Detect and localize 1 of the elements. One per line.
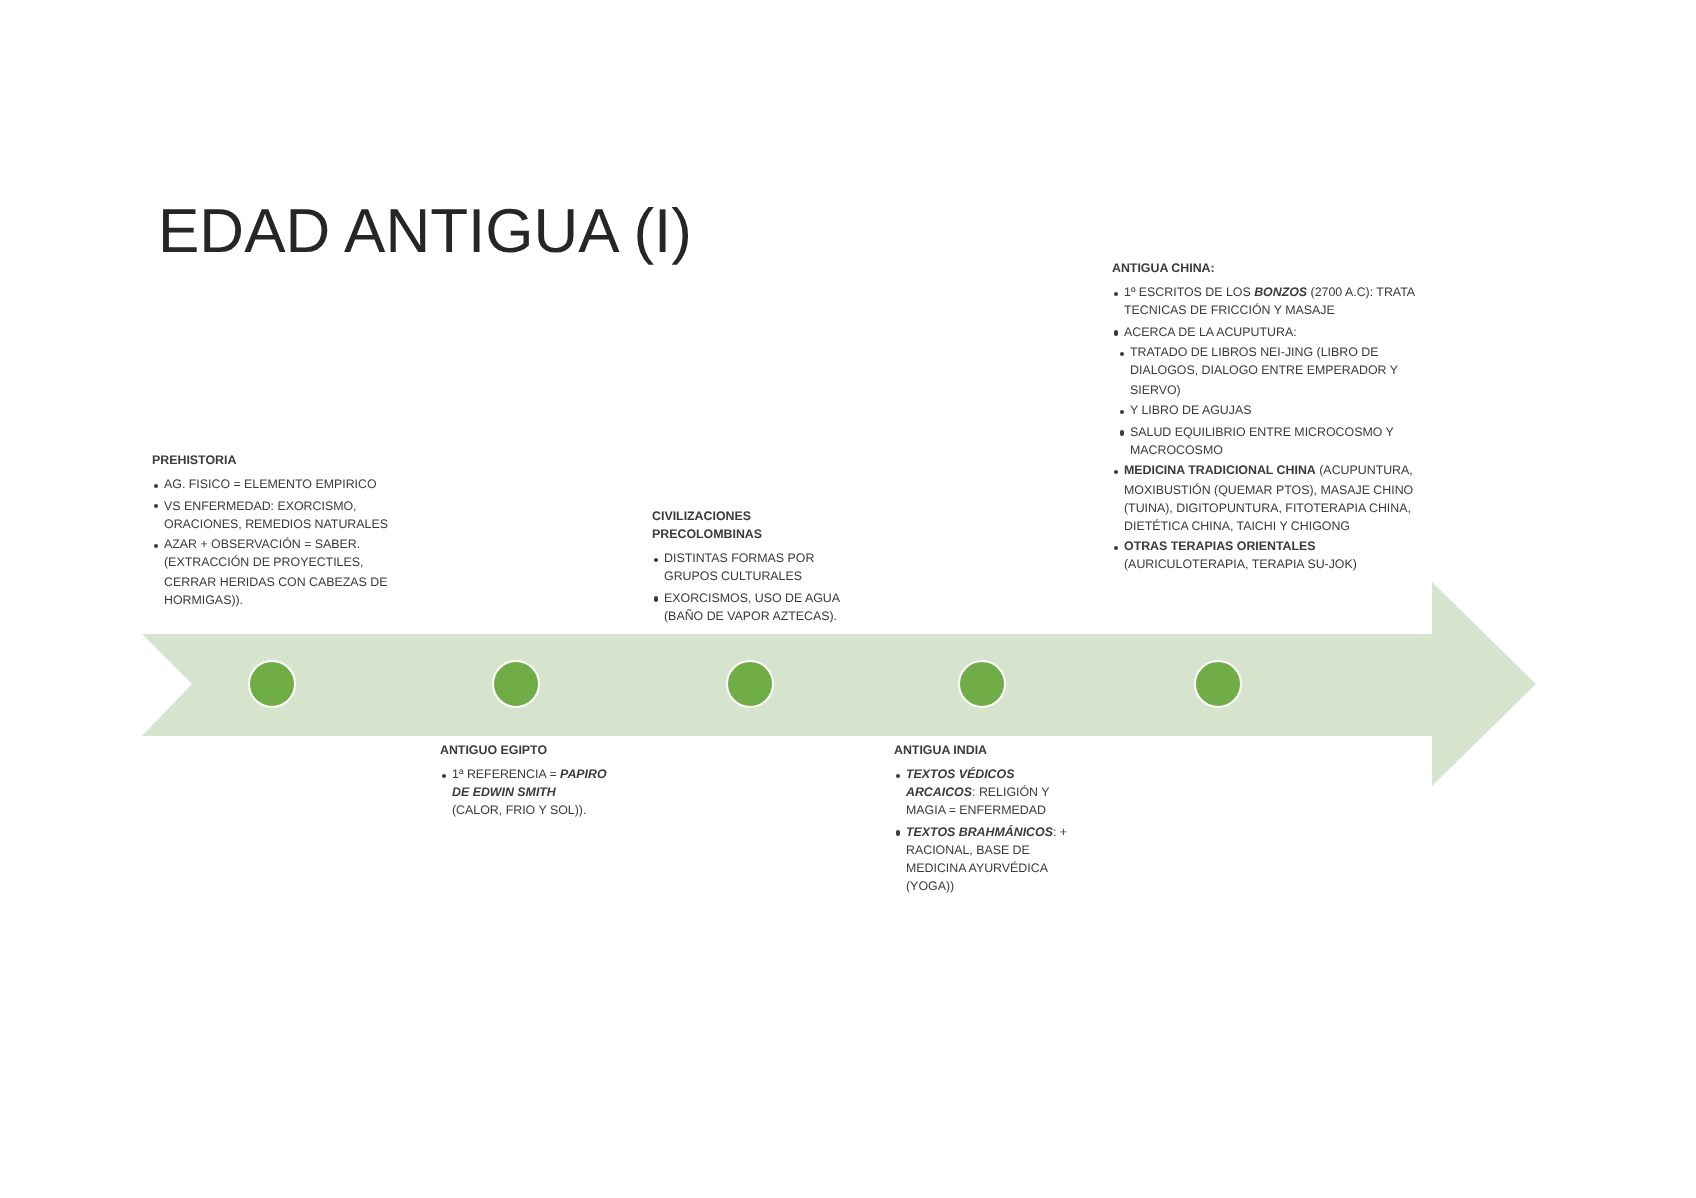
title: EDAD ANTIGUA (I) bbox=[158, 198, 692, 267]
